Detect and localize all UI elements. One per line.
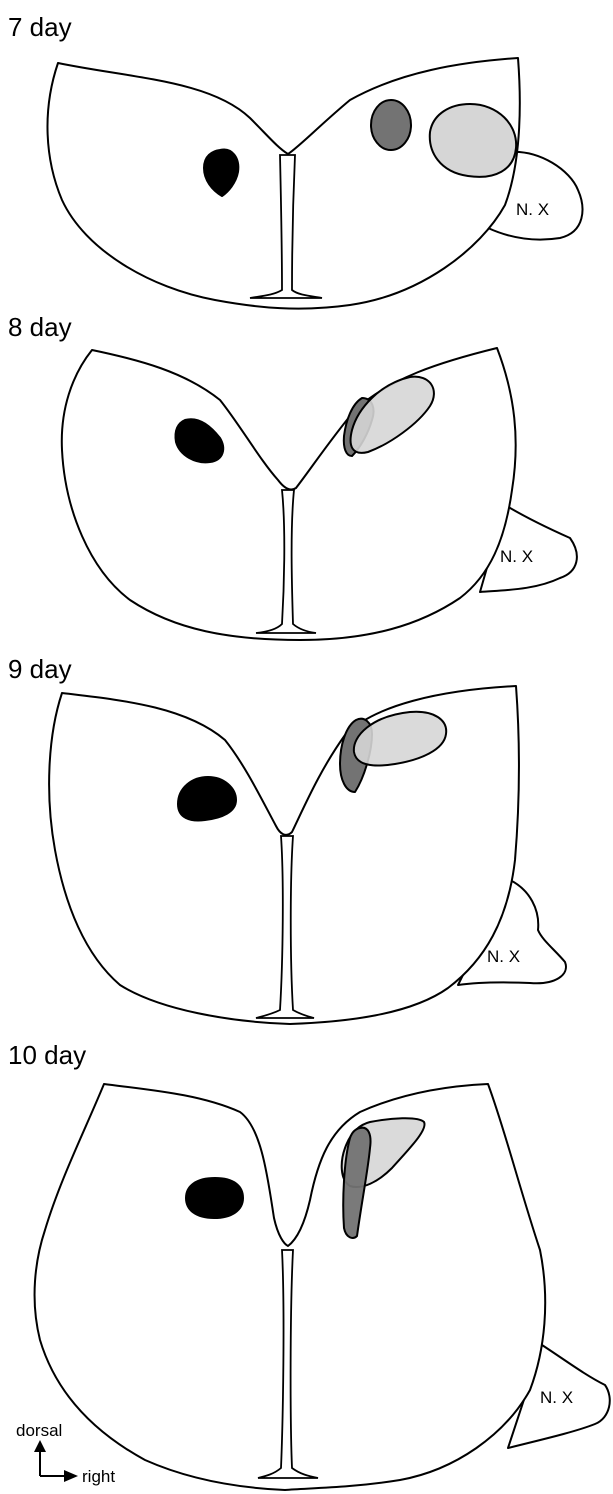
panel-9-day: 9 day N. X bbox=[8, 654, 566, 1024]
arrow-up-icon bbox=[34, 1440, 46, 1452]
nerve-x-label: N. X bbox=[500, 547, 533, 566]
panel-title: 7 day bbox=[8, 12, 72, 42]
nerve-x-label: N. X bbox=[487, 947, 520, 966]
panel-title: 9 day bbox=[8, 654, 72, 684]
lesion-black bbox=[186, 1178, 243, 1218]
dorsal-label: dorsal bbox=[16, 1421, 62, 1440]
nerve-x-label: N. X bbox=[516, 200, 549, 219]
panel-10-day: 10 day N. X bbox=[8, 1040, 610, 1490]
arrow-right-icon bbox=[64, 1470, 78, 1482]
right-label: right bbox=[82, 1467, 115, 1486]
lesion-dark-gray bbox=[371, 100, 411, 150]
lesion-black bbox=[178, 777, 236, 820]
panel-7-day: 7 day N. X bbox=[8, 12, 582, 309]
panel-8-day: 8 day N. X bbox=[8, 312, 577, 640]
nerve-x-label: N. X bbox=[540, 1388, 573, 1407]
panel-title: 8 day bbox=[8, 312, 72, 342]
panel-title: 10 day bbox=[8, 1040, 86, 1070]
